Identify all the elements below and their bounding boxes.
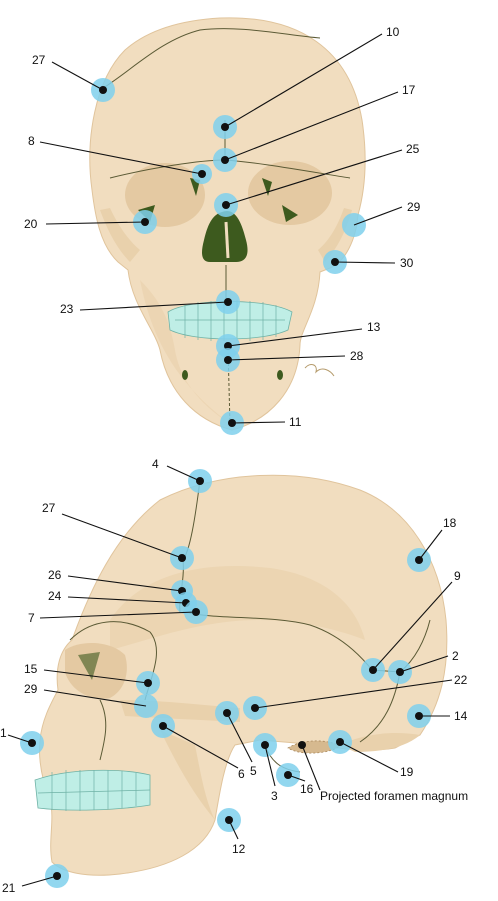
svg-text:27: 27 bbox=[32, 53, 46, 67]
marker-27b: 27 bbox=[42, 501, 194, 570]
anterior-markers: 10 27 17 8 25 20 29 30 23 13 28 11 bbox=[24, 25, 421, 435]
marker-16: 16 bbox=[276, 763, 314, 796]
marker-23: 23 bbox=[60, 290, 240, 316]
marker-17: 17 bbox=[213, 83, 416, 172]
svg-text:17: 17 bbox=[402, 83, 416, 97]
marker-29b: 29 bbox=[24, 682, 158, 718]
svg-text:28: 28 bbox=[350, 349, 364, 363]
svg-text:1: 1 bbox=[0, 726, 7, 740]
svg-text:25: 25 bbox=[406, 142, 420, 156]
svg-text:12: 12 bbox=[232, 842, 246, 856]
marker-28: 28 bbox=[216, 348, 364, 372]
svg-text:27: 27 bbox=[42, 501, 56, 515]
marker-18: 18 bbox=[407, 516, 457, 572]
marker-10: 10 bbox=[213, 25, 400, 139]
marker-30: 30 bbox=[323, 250, 414, 274]
svg-text:13: 13 bbox=[367, 320, 381, 334]
svg-text:5: 5 bbox=[250, 764, 257, 778]
marker-11: 11 bbox=[220, 411, 302, 435]
marker-21: 21 bbox=[2, 864, 69, 895]
svg-text:Projected foramen magnum: Projected foramen magnum bbox=[320, 789, 468, 803]
marker-6: 6 bbox=[151, 714, 245, 781]
marker-3: 3 bbox=[253, 733, 278, 803]
svg-text:18: 18 bbox=[443, 516, 457, 530]
marker-15: 15 bbox=[24, 662, 160, 695]
svg-text:7: 7 bbox=[28, 611, 35, 625]
marker-22: 22 bbox=[243, 673, 468, 720]
svg-text:29: 29 bbox=[24, 682, 38, 696]
marker-25: 25 bbox=[214, 142, 420, 217]
svg-text:15: 15 bbox=[24, 662, 38, 676]
svg-text:9: 9 bbox=[454, 569, 461, 583]
marker-19: 19 bbox=[328, 730, 414, 779]
svg-text:19: 19 bbox=[400, 765, 414, 779]
marker-20: 20 bbox=[24, 210, 157, 234]
svg-text:26: 26 bbox=[48, 568, 62, 582]
marker-7: 7 bbox=[28, 600, 208, 625]
lateral-skull-view bbox=[34, 474, 448, 876]
svg-text:23: 23 bbox=[60, 302, 74, 316]
marker-4: 4 bbox=[152, 457, 212, 493]
svg-text:24: 24 bbox=[48, 589, 62, 603]
anterior-skull-view bbox=[89, 17, 366, 431]
marker-foramen-magnum: Projected foramen magnum bbox=[298, 741, 468, 803]
svg-text:16: 16 bbox=[300, 782, 314, 796]
svg-text:3: 3 bbox=[271, 789, 278, 803]
svg-text:11: 11 bbox=[289, 415, 302, 429]
marker-29: 29 bbox=[342, 200, 421, 237]
marker-12: 12 bbox=[217, 808, 246, 856]
marker-8: 8 bbox=[28, 134, 212, 184]
marker-5: 5 bbox=[215, 701, 257, 778]
marker-14: 14 bbox=[407, 704, 468, 728]
svg-text:8: 8 bbox=[28, 134, 35, 148]
svg-text:29: 29 bbox=[407, 200, 421, 214]
svg-text:20: 20 bbox=[24, 217, 38, 231]
svg-text:2: 2 bbox=[452, 649, 459, 663]
svg-text:4: 4 bbox=[152, 457, 159, 471]
marker-9: 9 bbox=[361, 569, 461, 682]
lateral-markers: 4 27 18 26 24 7 9 2 15 22 29 14 1 6 5 19… bbox=[0, 457, 468, 895]
svg-text:30: 30 bbox=[400, 256, 414, 270]
marker-2: 2 bbox=[388, 649, 459, 684]
svg-text:10: 10 bbox=[386, 25, 400, 39]
svg-text:6: 6 bbox=[238, 767, 245, 781]
svg-text:22: 22 bbox=[454, 673, 468, 687]
marker-27: 27 bbox=[32, 53, 115, 102]
svg-text:14: 14 bbox=[454, 709, 468, 723]
marker-1: 1 bbox=[0, 726, 44, 755]
svg-text:21: 21 bbox=[2, 881, 16, 895]
